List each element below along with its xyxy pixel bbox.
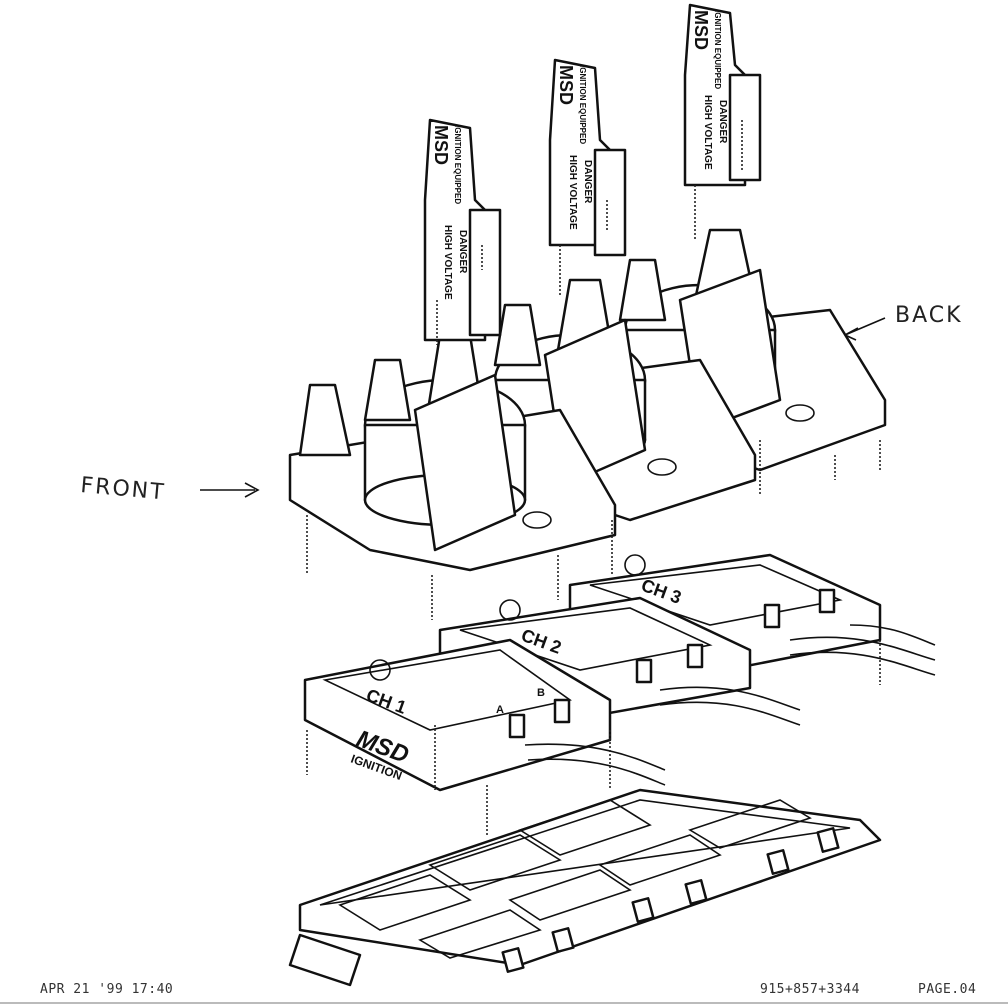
back-arrow [844,317,886,341]
svg-text:HIGH VOLTAGE: HIGH VOLTAGE [702,95,713,170]
svg-text:DANGER: DANGER [457,230,468,274]
terminal-a-label: A [496,704,504,716]
svg-text:MSD: MSD [691,10,711,50]
base-plate [288,788,882,987]
assembly-guides [306,120,881,835]
warning-tags: MSD IGNITION EQUIPPED DANGER HIGH VOLTAG… [423,3,762,342]
fax-timestamp: APR 21 '99 17:40 [40,982,174,997]
front-arrow [200,482,260,498]
svg-text:IGNITION EQUIPPED: IGNITION EQUIPPED [578,65,587,144]
svg-text:DANGER: DANGER [717,100,728,144]
warning-tag-1: MSD IGNITION EQUIPPED DANGER HIGH VOLTAG… [423,118,502,342]
annotations: FRONT BACK [79,303,963,505]
svg-text:HIGH VOLTAGE: HIGH VOLTAGE [567,155,578,230]
fax-phone: 915+857+3344 [760,982,860,997]
coil-1 [288,333,815,572]
coils [288,228,887,572]
svg-text:DANGER: DANGER [582,160,593,204]
ignition-modules: CH 1 CH 2 CH 3 A B MSD IGNITION [303,553,936,792]
svg-text:IGNITION EQUIPPED: IGNITION EQUIPPED [453,125,462,204]
svg-text:HIGH VOLTAGE: HIGH VOLTAGE [442,225,453,300]
svg-text:MSD: MSD [431,125,451,165]
front-label: FRONT [79,473,166,505]
terminal-b-label: B [537,687,545,699]
fax-edge-line [0,1002,1008,1004]
svg-text:MSD: MSD [556,65,576,105]
warning-tag-2: MSD IGNITION EQUIPPED DANGER HIGH VOLTAG… [548,58,627,257]
warning-tag-3: MSD IGNITION EQUIPPED DANGER HIGH VOLTAG… [683,3,762,187]
back-label: BACK [895,303,963,328]
fax-page: PAGE.04 [918,982,977,997]
svg-text:IGNITION EQUIPPED: IGNITION EQUIPPED [713,10,722,89]
